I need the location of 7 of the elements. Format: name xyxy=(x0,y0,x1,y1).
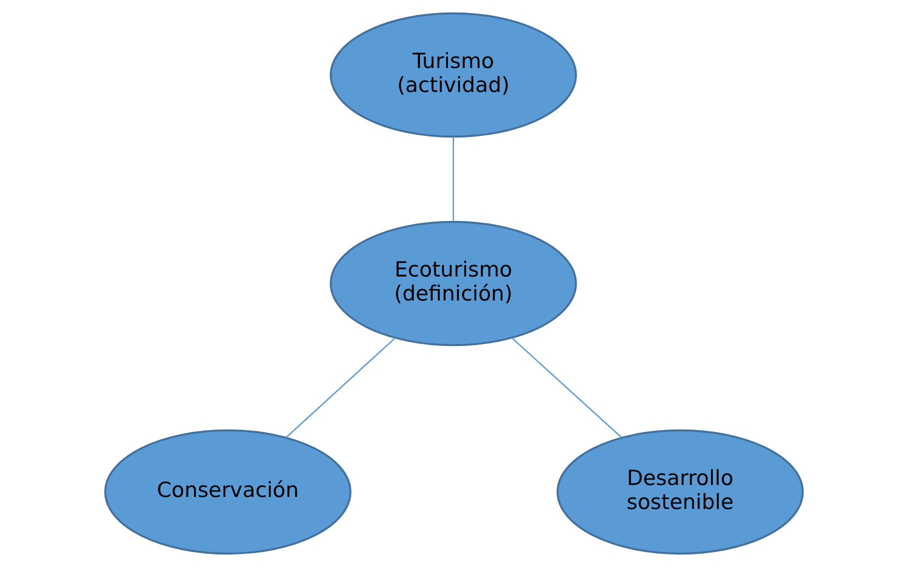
connector xyxy=(510,337,622,438)
node-ellipse: Turismo (actividad) xyxy=(329,12,576,138)
node-ellipse: Desarrollo sostenible xyxy=(556,429,804,555)
node-ellipse: Conservación xyxy=(104,429,351,555)
node-ellipse: Ecoturismo (definición) xyxy=(329,220,576,346)
connector xyxy=(452,137,454,222)
connector xyxy=(285,337,396,438)
